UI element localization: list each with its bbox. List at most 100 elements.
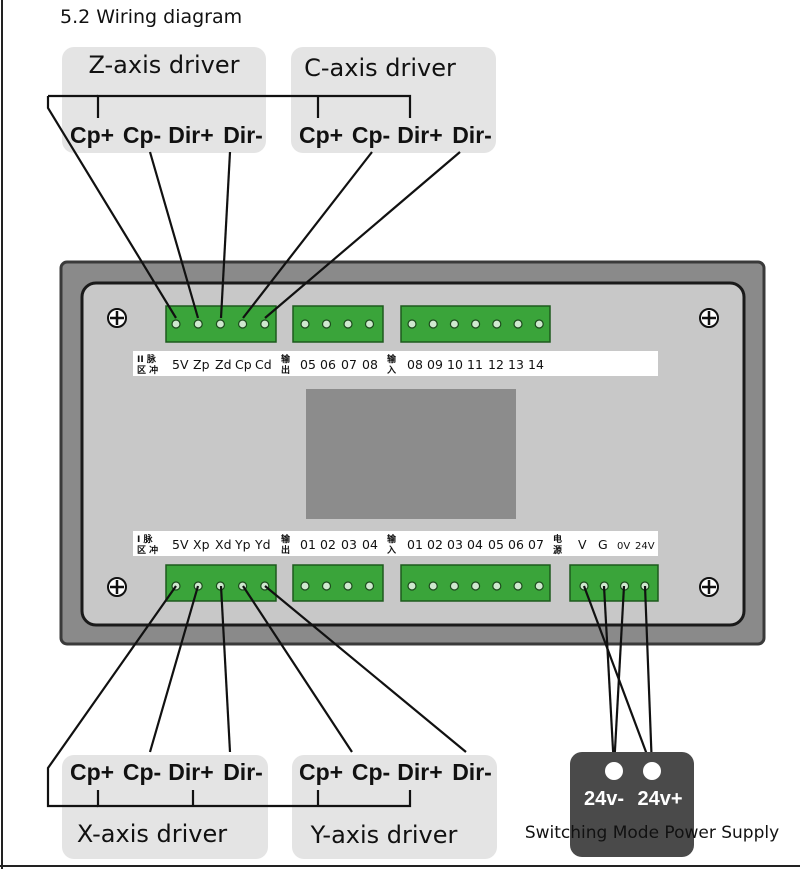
bottom-pulse-zone-label-2: 区 冲 — [137, 544, 158, 556]
z-axis-driver: Z-axis driver Cp+ Cp- Dir+ Dir- — [62, 47, 266, 153]
bottom-output-04: 04 — [362, 537, 378, 552]
terminal-screw-icon — [193, 581, 203, 591]
wire-power-0v — [612, 585, 626, 769]
terminal-screw-icon — [449, 581, 459, 591]
top-common-wire — [96, 94, 412, 118]
x-pin-cp-plus: Cp+ — [70, 759, 114, 785]
screw-icon — [699, 577, 719, 597]
z-pin-dir-minus: Dir- — [223, 122, 263, 148]
terminal-screw-icon — [193, 319, 203, 329]
c-pin-dir-plus: Dir+ — [397, 122, 442, 148]
terminal-screw-icon — [238, 319, 248, 329]
y-pin-dir-minus: Dir- — [452, 759, 492, 785]
top-pin-cd: Cd — [255, 357, 272, 372]
bottom-power-label-2: 源 — [553, 544, 562, 556]
terminal-screws — [171, 581, 650, 591]
terminal-screw-icon — [300, 319, 310, 329]
top-pin-zd: Zd — [215, 357, 232, 372]
top-output-08: 08 — [362, 357, 378, 372]
bottom-power-v: V — [578, 537, 587, 552]
wire-yp — [242, 585, 353, 753]
bottom-power-24v: 24V — [635, 541, 655, 552]
top-input-09: 09 — [427, 357, 443, 372]
c-driver-box — [291, 47, 496, 153]
top-input-14: 14 — [528, 357, 544, 372]
psu-terminal-plus — [643, 762, 661, 780]
terminal-screws — [171, 319, 544, 329]
z-pin-dir-plus: Dir+ — [168, 122, 213, 148]
top-pin-zp: Zp — [193, 357, 210, 372]
terminal-screw-icon — [300, 581, 310, 591]
power-supply: 24v- 24v+ Switching Mode Power Supply — [525, 752, 779, 857]
wire-power-24v — [643, 585, 654, 769]
terminal-screw-icon — [321, 581, 332, 591]
wire-xp — [148, 585, 200, 753]
wire-power-g — [602, 585, 616, 769]
top-input-label-2: 入 — [386, 365, 396, 376]
top-input-08: 08 — [407, 357, 423, 372]
diagram-title: 5.2 Wiring diagram — [60, 6, 242, 28]
bottom-input-01: 01 — [407, 537, 423, 552]
psu-terminal-minus — [605, 762, 623, 780]
bottom-input-07: 07 — [528, 537, 544, 552]
x-pin-dir-minus: Dir- — [223, 759, 263, 785]
wires — [46, 94, 654, 808]
c-axis-driver: C-axis driver Cp+ Cp- Dir+ Dir- — [291, 47, 496, 153]
y-pin-cp-plus: Cp+ — [299, 759, 343, 785]
bottom-pin-xp: Xp — [193, 537, 210, 552]
wire-cd — [264, 151, 461, 319]
wire-yd — [264, 585, 467, 753]
terminal-screw-icon — [407, 319, 417, 329]
y-axis-driver: Cp+ Cp- Dir+ Dir- Y-axis driver — [292, 755, 497, 859]
psu-caption: Switching Mode Power Supply — [525, 823, 779, 843]
bottom-label-strip — [133, 531, 658, 556]
terminal-screw-icon — [492, 319, 502, 329]
terminal-screw-icon — [513, 581, 523, 591]
screw-icon — [107, 577, 127, 597]
terminal-screw-icon — [471, 581, 481, 591]
psu-label-plus: 24v+ — [637, 788, 682, 810]
bottom-power-label: 电 — [553, 533, 562, 545]
bottom-input-03: 03 — [447, 537, 463, 552]
bottom-pin-yd: Yd — [254, 537, 271, 552]
controller-panel: II 脉 区 冲 5V Zp Zd Cp Cd 输 出 05 06 07 08 … — [59, 260, 766, 646]
bottom-power-g: G — [598, 537, 608, 552]
bottom-output-02: 02 — [320, 537, 336, 552]
terminal-screw-icon — [428, 581, 438, 591]
terminal-screw-icon — [471, 319, 481, 329]
wire-cp — [242, 151, 373, 319]
z-driver-box — [62, 47, 266, 153]
terminal-screw-icon — [260, 319, 270, 329]
bottom-output-01: 01 — [300, 537, 316, 552]
bottom-input-06: 06 — [508, 537, 524, 552]
terminal-screw-icon — [215, 319, 225, 329]
terminal-screw-icon — [343, 319, 353, 329]
wire-5v-top — [46, 96, 177, 319]
bottom-input-label-2: 入 — [386, 545, 396, 556]
bottom-pin-xd: Xd — [215, 537, 232, 552]
top-output-07: 07 — [341, 357, 357, 372]
top-label-strip — [133, 351, 658, 376]
c-driver-name: C-axis driver — [304, 54, 456, 82]
bottom-common-wire — [96, 790, 412, 808]
wire-5v-bottom — [46, 585, 177, 808]
terminal-screw-icon — [428, 319, 438, 329]
terminal-screw-icon — [492, 581, 502, 591]
top-input-12: 12 — [488, 357, 504, 372]
y-pin-cp-minus: Cp- — [352, 759, 390, 785]
x-driver-name: X-axis driver — [77, 820, 227, 848]
top-output-label: 输 — [281, 353, 291, 365]
c-pin-cp-minus: Cp- — [352, 122, 390, 148]
top-output-05: 05 — [300, 357, 316, 372]
terminal-screw-icon — [364, 319, 375, 329]
bottom-pin-5v: 5V — [172, 537, 189, 552]
terminal-screw-icon — [449, 319, 459, 329]
wire-zd — [219, 151, 232, 319]
wire-zp — [148, 151, 200, 319]
terminal-screw-icon — [343, 581, 353, 591]
top-input-10: 10 — [447, 357, 463, 372]
bottom-output-label: 输 — [281, 533, 291, 545]
bottom-input-02: 02 — [427, 537, 443, 552]
screw-icon — [699, 308, 719, 328]
